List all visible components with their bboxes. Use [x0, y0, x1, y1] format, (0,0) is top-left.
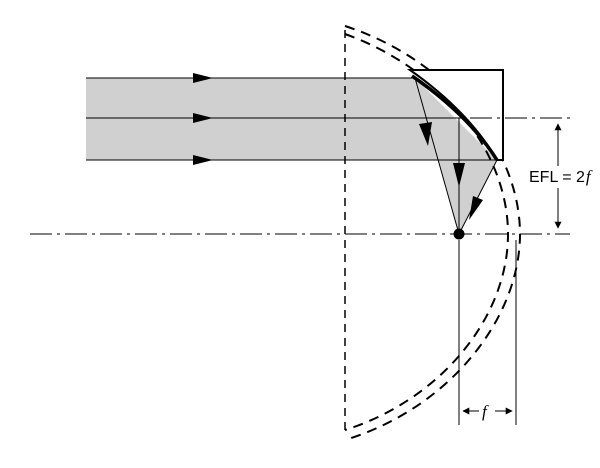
incoming-beam	[86, 78, 497, 160]
efl-label: EFL = 2f	[529, 167, 593, 186]
reflected-arrow-icon	[453, 163, 465, 187]
reflected-arrow-icon	[469, 196, 483, 220]
ray-arrow-icon	[193, 113, 213, 123]
efl-label-background	[524, 166, 590, 188]
focus-cone	[415, 78, 497, 234]
mirror-reflective-surface	[411, 74, 499, 161]
f-label-background	[479, 402, 495, 420]
ray-arrow-icon	[193, 155, 213, 165]
ray-arrow-icon	[193, 73, 213, 83]
reflected-ray-right	[458, 159, 498, 235]
reflected-ray-left	[414, 77, 460, 235]
focus-dot-icon	[453, 228, 465, 240]
reflected-arrow-icon	[419, 122, 432, 146]
focal-length-label: f	[482, 402, 489, 421]
